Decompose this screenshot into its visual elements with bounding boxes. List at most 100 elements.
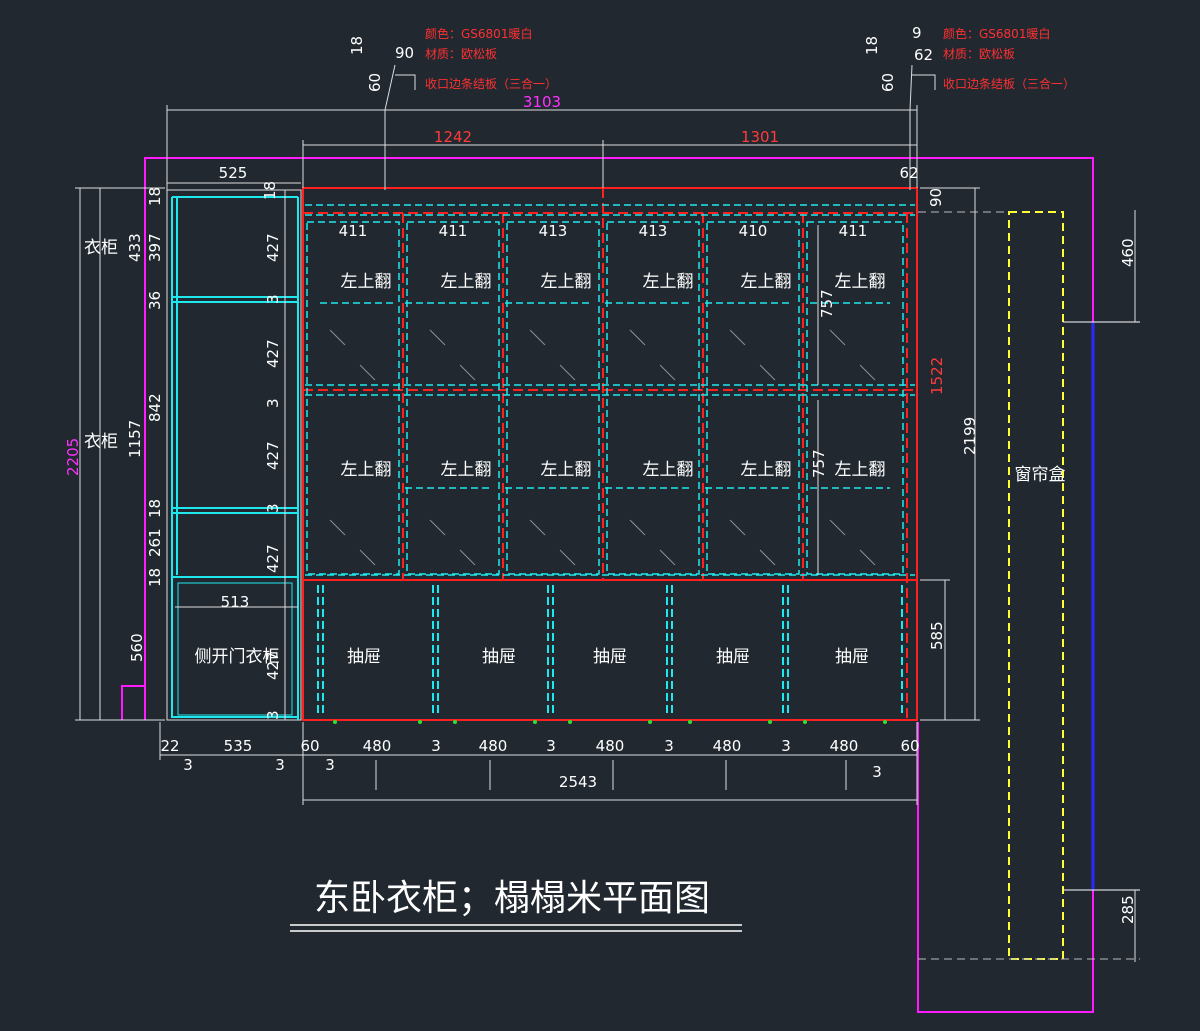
dim-bottom-535: 535 [224,737,253,755]
hinge-marks [333,720,887,724]
dim-top-6: 411 [839,222,868,240]
right-profile-18: 18 [863,36,881,55]
left-edge-note: 收口边条结板（三合一） [425,76,557,91]
dim-drawer-480-5: 480 [830,737,859,755]
dim-side-427-5: 427 [264,651,282,680]
label-flip-r1c3: 左上翻 [541,272,592,292]
label-flip-r1c4: 左上翻 [643,272,694,292]
label-flip-r2c3: 左上翻 [541,460,592,480]
label-drawer-2: 抽屉 [482,647,516,667]
dim-drawer-gap-4: 3 [781,737,791,755]
dim-left-18a: 18 [146,187,164,206]
dim-right-90: 90 [927,188,945,207]
label-flip-r2c2: 左上翻 [441,460,492,480]
dim-top-4: 413 [639,222,668,240]
dim-drawer-480-3: 480 [596,737,625,755]
label-flip-r1c1: 左上翻 [341,272,392,292]
dim-top-1: 411 [339,222,368,240]
lid-frames [305,204,915,576]
label-flip-r2c5: 左上翻 [741,460,792,480]
dim-overall-width: 3103 [523,93,561,111]
label-drawer-1: 抽屉 [347,647,381,667]
label-wardrobe-mid: 衣柜 [84,432,118,452]
dim-bottom-22: 22 [160,737,179,755]
dim-top-2: 411 [439,222,468,240]
label-drawer-3: 抽屉 [593,647,627,667]
dim-18-top: 18 [261,181,279,200]
dim-small-3-4: 3 [872,763,882,781]
right-profile-60: 60 [879,73,897,92]
dim-drawer-480-1: 480 [363,737,392,755]
title-underline [290,924,742,932]
dim-right-585: 585 [928,621,946,650]
right-material-note: 材质：欧松板 [943,47,1015,61]
dim-drawer-gap-1: 3 [431,737,441,755]
left-wardrobe [166,189,302,721]
dim-upper-left: 1242 [434,128,472,146]
curtain-box: 窗帘盒 [918,211,1140,960]
drawer-dividers [317,585,903,715]
right-edge-note: 收口边条结板（三合一） [943,76,1075,91]
label-flip-r2c6: 左上翻 [835,460,886,480]
dim-window-460: 460 [1119,238,1137,267]
curtain-box-label: 窗帘盒 [1015,465,1066,485]
label-side-door-wardrobe: 侧开门衣柜 [195,647,280,667]
lid-hatch [329,329,876,566]
label-flip-r1c6: 左上翻 [835,272,886,292]
dim-window-285: 285 [1119,895,1137,924]
dim-bottom-total: 2543 [559,773,597,791]
dim-upper-right: 1301 [741,128,779,146]
left-color-note: 颜色：GS6801暖白 [425,26,532,41]
dim-left-433: 433 [126,233,144,262]
dim-drawer-gap-2: 3 [546,737,556,755]
dim-corner-62: 62 [899,164,918,182]
left-profile-90: 90 [395,44,414,62]
dim-right-1522: 1522 [928,357,946,395]
left-material-note: 材质：欧松板 [425,47,497,61]
label-flip-r1c2: 左上翻 [441,272,492,292]
label-drawer-4: 抽屉 [716,647,750,667]
dim-bottom-60-right: 60 [900,737,919,755]
dim-side-3-3: 3 [264,503,282,513]
dimension-lines [75,64,1136,962]
dim-side-427-2: 427 [264,339,282,368]
right-color-note: 颜色：GS6801暖白 [943,26,1050,41]
dim-drawer-gap-3: 3 [664,737,674,755]
dim-right-2199: 2199 [961,417,979,455]
left-profile-60: 60 [366,73,384,92]
dim-small-3-1: 3 [183,756,193,774]
dim-top-5: 410 [739,222,768,240]
dim-left-560: 560 [128,633,146,662]
dim-left-1157: 1157 [126,420,144,458]
dim-left-397: 397 [146,233,164,262]
dim-small-3-3: 3 [325,756,335,774]
label-flip-r1c5: 左上翻 [741,272,792,292]
dim-top-3: 413 [539,222,568,240]
dim-left-18b: 18 [146,499,164,518]
label-drawer-5: 抽屉 [835,647,869,667]
dim-drawer-480-2: 480 [479,737,508,755]
dim-757-b: 757 [810,449,828,478]
dim-side-3-1: 3 [264,294,282,304]
label-flip-r2c4: 左上翻 [643,460,694,480]
dim-small-3-2: 3 [275,756,285,774]
dim-side-427-4: 427 [264,544,282,573]
dim-left-842: 842 [146,393,164,422]
drawing-title: 东卧衣柜；榻榻米平面图 [314,878,710,919]
dim-left-261: 261 [146,528,164,557]
dim-side-427-3: 427 [264,441,282,470]
label-wardrobe-top: 衣柜 [84,238,118,258]
left-profile-18: 18 [348,36,366,55]
dim-757-a: 757 [818,289,836,318]
right-profile-9: 9 [912,24,922,42]
dim-513: 513 [221,593,250,611]
dim-bottom-60-left: 60 [300,737,319,755]
right-profile-62: 62 [914,46,933,64]
dim-side-cabinet: 525 [219,164,248,182]
dim-side-427-1: 427 [264,233,282,262]
dim-overall-height: 2205 [64,438,82,476]
tatami-outline [302,187,918,721]
dim-drawer-480-4: 480 [713,737,742,755]
dim-left-18c: 18 [146,568,164,587]
